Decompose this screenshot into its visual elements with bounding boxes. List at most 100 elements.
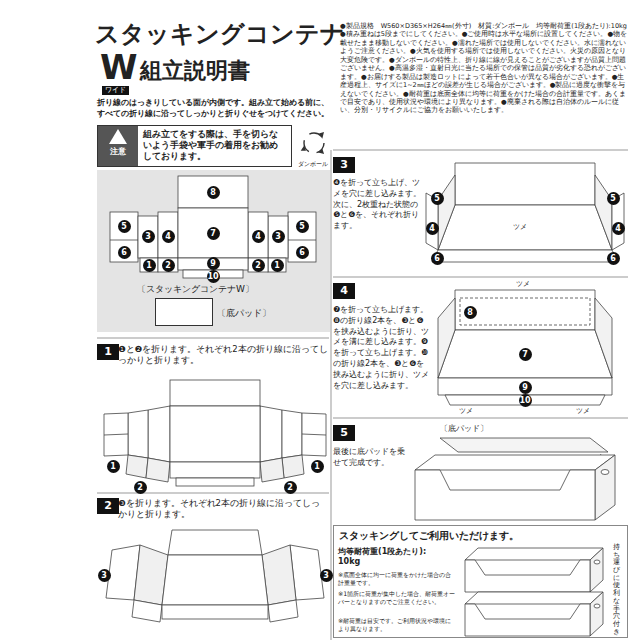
step-text: ❹を折って立ち上げ、ツメを穴に差し込みます。次に、2枚重ねた状態の❺と❻を、それ…	[333, 178, 421, 232]
note-text: ※1箇所に荷重が集中した場合、耐荷重オーバーとなりますのでご注意ください。	[338, 590, 456, 606]
vertical-note: 持ち運びに便利な手穴付き	[613, 544, 620, 636]
callout-number: 6	[607, 252, 620, 265]
step4-figure	[438, 378, 612, 395]
tab-label: ツメ	[515, 279, 531, 289]
callout-number: 3	[142, 230, 155, 243]
step2-figure	[132, 600, 162, 622]
divider-lines	[97, 338, 329, 339]
step3-figure	[432, 250, 618, 262]
step5-figure	[440, 438, 608, 452]
flat-layout	[178, 208, 248, 258]
callout-number: 5	[118, 220, 131, 233]
node-text: スタッキングしてご利用いただけます。	[334, 526, 627, 546]
callout-number: 7	[207, 227, 220, 240]
callout-number: 3	[320, 569, 333, 582]
node-text: 〔底パッド〕	[217, 307, 271, 320]
callout-number: 1	[311, 460, 324, 473]
callout-number: 4	[426, 222, 439, 235]
tab-label: ツメ	[575, 406, 591, 416]
part-label: 〔底パッド〕	[440, 424, 488, 434]
step-badge: 5	[333, 425, 355, 441]
title-text: スタッキングコンテナ	[95, 20, 345, 49]
callout-number: 2	[252, 259, 265, 272]
node-text: 1	[97, 344, 119, 360]
flat-layout	[158, 212, 178, 258]
callout-number: 5	[296, 220, 309, 233]
load-value: 10kg	[338, 557, 360, 566]
stacking-figure	[594, 560, 600, 564]
step5-figure	[595, 455, 615, 520]
flat-layout	[248, 212, 316, 272]
step5-figure	[415, 470, 595, 520]
stacking-figure	[465, 548, 603, 592]
step2-figure	[162, 555, 268, 605]
callout-number: 8	[207, 186, 220, 199]
callout-number: 5	[607, 192, 620, 205]
step4-figure	[595, 298, 612, 378]
step5-figure	[415, 455, 615, 470]
callout-number: 4	[612, 222, 625, 235]
recycle-mark	[302, 133, 324, 153]
step-text: ❶と❷を折ります。それぞれ2本の折り線に沿ってしっかりと折ります。	[118, 344, 328, 367]
node-text: 〔スタッキングコンテナW〕	[137, 283, 254, 296]
recycle-label: ダンボール	[298, 160, 328, 169]
step3-figure	[455, 163, 595, 205]
step1-figure	[176, 478, 254, 486]
callout-number: 3	[272, 230, 285, 243]
step5-figure	[415, 438, 615, 520]
layout-panel-ground	[97, 170, 330, 332]
note-text: ※耐荷重は目安です。ご利用状況や環境により異なります。	[338, 617, 456, 633]
callout-number: 6	[296, 246, 309, 259]
callout-number: 2	[162, 259, 175, 272]
callout-number: 3	[98, 569, 111, 582]
step-badge: 2	[97, 498, 119, 514]
flat-layout	[110, 212, 178, 272]
flat-layout	[110, 176, 316, 278]
logo-letter: W	[100, 50, 138, 84]
recycle-mark	[302, 147, 305, 150]
callout-number: 10	[207, 270, 220, 283]
step1-figure	[148, 406, 170, 462]
stacking-figure	[465, 560, 590, 592]
stacking-figure	[465, 548, 603, 560]
recycle-mark	[320, 133, 323, 137]
step4-figure	[438, 330, 612, 378]
warning-box: 注意組み立てをする際は、手を切らないよう手袋や軍手の着用をお勧めしております。	[97, 125, 292, 167]
pad-part: 〔底パッド〕	[155, 298, 213, 326]
step1-figure	[146, 458, 170, 482]
step1-figure	[170, 462, 260, 478]
callout-number: 1	[107, 460, 120, 473]
flat-layout	[140, 258, 158, 272]
step1-figure	[260, 406, 326, 482]
step1-figure	[126, 455, 148, 478]
callout-number: 5	[431, 192, 444, 205]
callout-number: 4	[252, 230, 265, 243]
stacking-figure	[590, 548, 603, 592]
step4-figure	[438, 298, 455, 378]
recycle-mark	[319, 150, 323, 153]
load-label: 均等耐荷重(1段あたり):	[338, 546, 426, 557]
callout-number: 1	[271, 259, 284, 272]
callout-number: 6	[118, 246, 131, 259]
callout-number: 9	[207, 257, 220, 270]
step1-figure	[104, 380, 326, 486]
callout-number: 2	[284, 481, 297, 494]
stacking-figure	[465, 548, 603, 636]
flat-layout	[158, 258, 178, 272]
step-badge: 3	[333, 157, 355, 173]
step-badge: 4	[333, 283, 355, 299]
recycle-mark	[304, 133, 324, 153]
spec-notes: ●製品規格 W560×D365×H264㎜(外寸) 材質:ダンボール 均等耐荷重…	[340, 22, 628, 115]
step1-figure	[170, 380, 260, 406]
callout-number: 6	[431, 252, 444, 265]
node-text: 5	[333, 425, 355, 441]
logo-tag: ワイド	[102, 86, 129, 95]
subtitle: 組立説明書	[140, 58, 250, 84]
step1-figure	[128, 410, 148, 458]
callout-number: 4	[162, 230, 175, 243]
tab-label: ツメ	[512, 222, 528, 232]
step5-figure	[601, 470, 609, 475]
step3-figure	[595, 175, 612, 250]
callout-number: 2	[134, 481, 147, 494]
